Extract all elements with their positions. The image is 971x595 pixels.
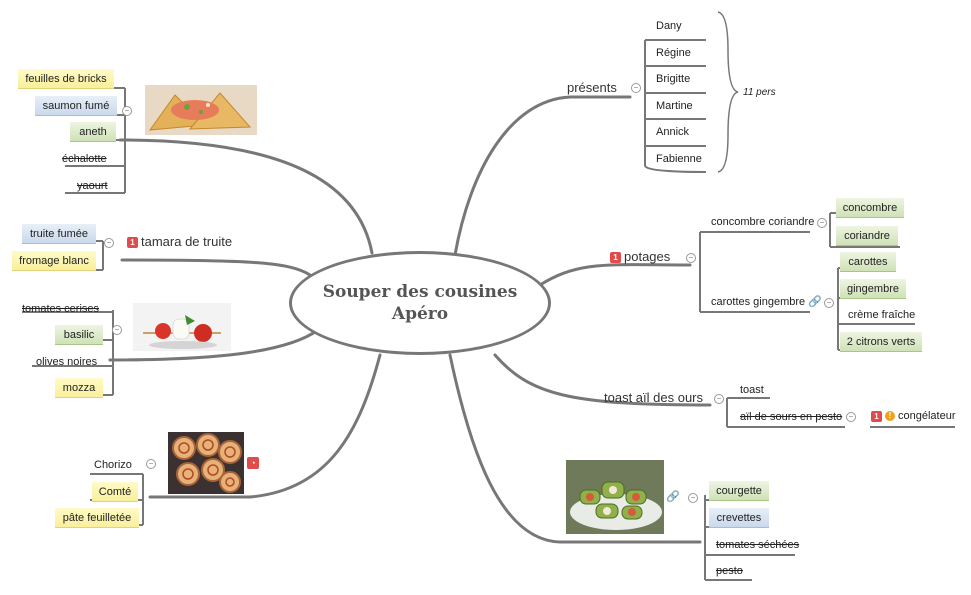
- central-topic[interactable]: Souper des cousines Apéro: [289, 251, 551, 355]
- collapse-bricks-icon[interactable]: −: [122, 106, 132, 116]
- priority-1-icon: 1: [127, 237, 138, 249]
- ingredient-olives-noires[interactable]: olives noires: [36, 356, 98, 368]
- person-6[interactable]: Fabienne: [656, 153, 702, 165]
- item-ail-des-ours-pesto[interactable]: aïl de sours en pesto: [740, 411, 843, 423]
- warning-icon: !: [885, 411, 895, 422]
- pinwheels-image: [168, 432, 244, 494]
- ingredient-basilic[interactable]: basilic: [55, 325, 103, 345]
- ingredient-coriandre[interactable]: coriandre: [836, 226, 898, 246]
- ingredient-saumon-fume[interactable]: saumon fumé: [35, 96, 117, 116]
- ingredient-courgette[interactable]: courgette: [709, 481, 769, 501]
- timer-icon[interactable]: ◔: [247, 457, 259, 469]
- person-5[interactable]: Annick: [656, 126, 690, 138]
- person-1[interactable]: Dany: [656, 20, 682, 32]
- courgette-rolls-image: [566, 460, 664, 534]
- ingredient-crevettes[interactable]: crevettes: [709, 508, 769, 528]
- ingredient-comte[interactable]: Comté: [92, 482, 138, 502]
- branch-courgette: [448, 353, 702, 544]
- collapse-pesto-icon[interactable]: −: [846, 412, 856, 422]
- ingredient-tomates-cerises[interactable]: tomates cerises: [22, 303, 100, 315]
- ingredient-carottes[interactable]: carottes: [840, 252, 896, 272]
- ingredient-pesto[interactable]: pesto: [716, 565, 743, 577]
- collapse-chorizo-icon[interactable]: −: [146, 459, 156, 469]
- topic-potages-label: potages: [624, 249, 671, 264]
- collapse-concombre-icon[interactable]: −: [817, 218, 827, 228]
- ingredient-truite-fumee[interactable]: truite fumée: [22, 224, 96, 244]
- branch-tamara: [120, 258, 312, 277]
- ingredient-concombre[interactable]: concombre: [836, 198, 904, 218]
- ingredient-fromage-blanc[interactable]: fromage blanc: [12, 251, 96, 271]
- collapse-courgette-icon[interactable]: −: [688, 493, 698, 503]
- collapse-toast-icon[interactable]: −: [714, 394, 724, 404]
- topic-toast[interactable]: toast aïl des ours: [604, 390, 703, 405]
- branch-chorizo: [148, 353, 382, 499]
- collapse-carottes-icon[interactable]: −: [824, 298, 834, 308]
- collapse-presents-icon[interactable]: −: [631, 83, 641, 93]
- ingredient-echalotte[interactable]: échalotte: [62, 153, 107, 165]
- note-congelateur-label: congélateur: [898, 410, 956, 422]
- branch-presents: [453, 95, 632, 257]
- ingredient-aneth[interactable]: aneth: [70, 122, 116, 142]
- collapse-tamara-icon[interactable]: −: [104, 238, 114, 248]
- collapse-potages-icon[interactable]: −: [686, 253, 696, 263]
- ingredient-gingembre[interactable]: gingembre: [840, 279, 906, 299]
- topic-tamara-label: tamara de truite: [141, 234, 233, 249]
- priority-1-icon: 1: [610, 252, 621, 264]
- person-3[interactable]: Brigitte: [656, 73, 691, 85]
- ingredient-mozza[interactable]: mozza: [55, 378, 103, 398]
- central-topic-subtitle: Apéro: [391, 304, 449, 324]
- person-4[interactable]: Martine: [656, 100, 693, 112]
- ingredient-citrons-verts[interactable]: 2 citrons verts: [840, 332, 922, 352]
- salmon-bricks-image: [145, 85, 257, 135]
- central-topic-title: Souper des cousines: [322, 282, 518, 302]
- ingredient-yaourt[interactable]: yaourt: [77, 180, 108, 192]
- collapse-mozza-icon[interactable]: −: [112, 325, 122, 335]
- item-toast[interactable]: toast: [740, 384, 764, 396]
- branch-mozza: [108, 328, 320, 362]
- note-congelateur[interactable]: 1!congélateur: [871, 409, 956, 423]
- link-icon[interactable]: 🔗: [666, 491, 680, 503]
- branch-bricks: [118, 138, 374, 255]
- subtopic-carottes-gingembre[interactable]: carottes gingembre 🔗: [711, 295, 822, 309]
- person-2[interactable]: Régine: [656, 47, 691, 59]
- ingredient-feuilles-de-bricks[interactable]: feuilles de bricks: [18, 69, 114, 89]
- link-icon[interactable]: 🔗: [808, 296, 822, 308]
- subtopic-concombre-coriandre[interactable]: concombre coriandre: [711, 216, 815, 228]
- ingredient-chorizo[interactable]: Chorizo: [94, 459, 132, 471]
- people-summary[interactable]: 11 pers: [743, 87, 776, 98]
- branch-toast: [493, 353, 712, 407]
- priority-1-icon: 1: [871, 410, 882, 422]
- caprese-skewers-image: [133, 303, 231, 351]
- ingredient-creme-fraiche[interactable]: crème fraîche: [848, 309, 916, 321]
- topic-presents[interactable]: présents: [567, 80, 617, 95]
- ingredient-tomates-sechees[interactable]: tomates séchées: [716, 539, 800, 551]
- ingredient-pate-feuilletee[interactable]: pâte feuilletée: [55, 508, 139, 528]
- subtopic-carottes-label: carottes gingembre: [711, 296, 806, 308]
- branch-potages: [538, 263, 692, 287]
